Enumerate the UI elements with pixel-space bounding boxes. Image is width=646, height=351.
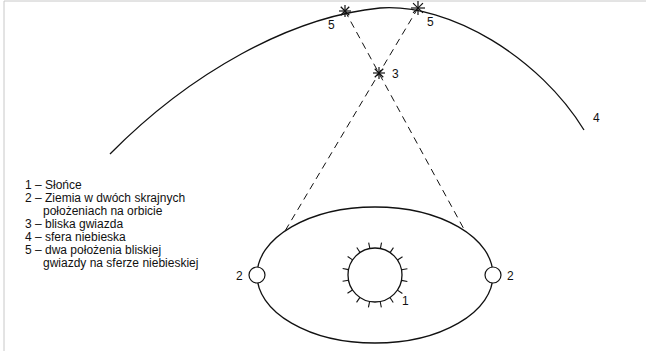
legend-note: 4 – sfera niebieska (25, 231, 200, 244)
sun-ray (397, 290, 402, 293)
sun-ray (369, 243, 370, 249)
sun-ray (398, 257, 403, 260)
sun-ray (402, 269, 408, 270)
celestial-sphere-arc (110, 8, 584, 154)
sun-ray (357, 297, 360, 302)
sun-ray (401, 280, 407, 281)
frame-line (4, 1, 646, 2)
sun-ray (368, 301, 369, 307)
callout-number: 3 (391, 68, 400, 81)
sun-ray (347, 290, 352, 293)
earth-symbol (249, 267, 265, 283)
sun-ray (390, 248, 393, 253)
sun-ray (380, 243, 381, 249)
star-asterisk (373, 67, 385, 79)
earth-symbol (485, 267, 501, 283)
sun-ray (357, 247, 360, 252)
frame-line (4, 1, 5, 351)
callout-number: 2 (235, 270, 244, 283)
star-ray (341, 7, 349, 15)
callout-number: 2 (506, 270, 515, 283)
sun-ray (343, 268, 349, 269)
legend-note: 5 – dwa położenia bliskiej gwiazdy na sf… (25, 244, 200, 270)
callout-number: 4 (592, 112, 601, 125)
sun-ray (380, 302, 381, 308)
callout-number: 1 (401, 295, 410, 308)
star-symbols (339, 1, 425, 79)
sun-ray (390, 298, 393, 303)
star-asterisk (339, 5, 351, 17)
sight-line (285, 8, 418, 231)
star-asterisk (411, 1, 425, 15)
sun-symbol (348, 248, 402, 302)
star-ray (375, 69, 383, 77)
legend-note: 3 – bliska gwiazda (25, 218, 200, 231)
star-ray (413, 3, 423, 13)
sun-ray (343, 280, 349, 281)
sight-line (345, 11, 465, 231)
sun-ray (348, 257, 353, 260)
earth-orbit (257, 207, 493, 343)
legend-note: 2 – Ziemia w dwóch skrajnych położeniach… (25, 192, 200, 218)
sun-rays (343, 243, 408, 308)
callout-number: 5 (327, 19, 336, 32)
callout-number: 5 (426, 16, 435, 29)
legend-note: 1 – Słońce (25, 179, 200, 192)
